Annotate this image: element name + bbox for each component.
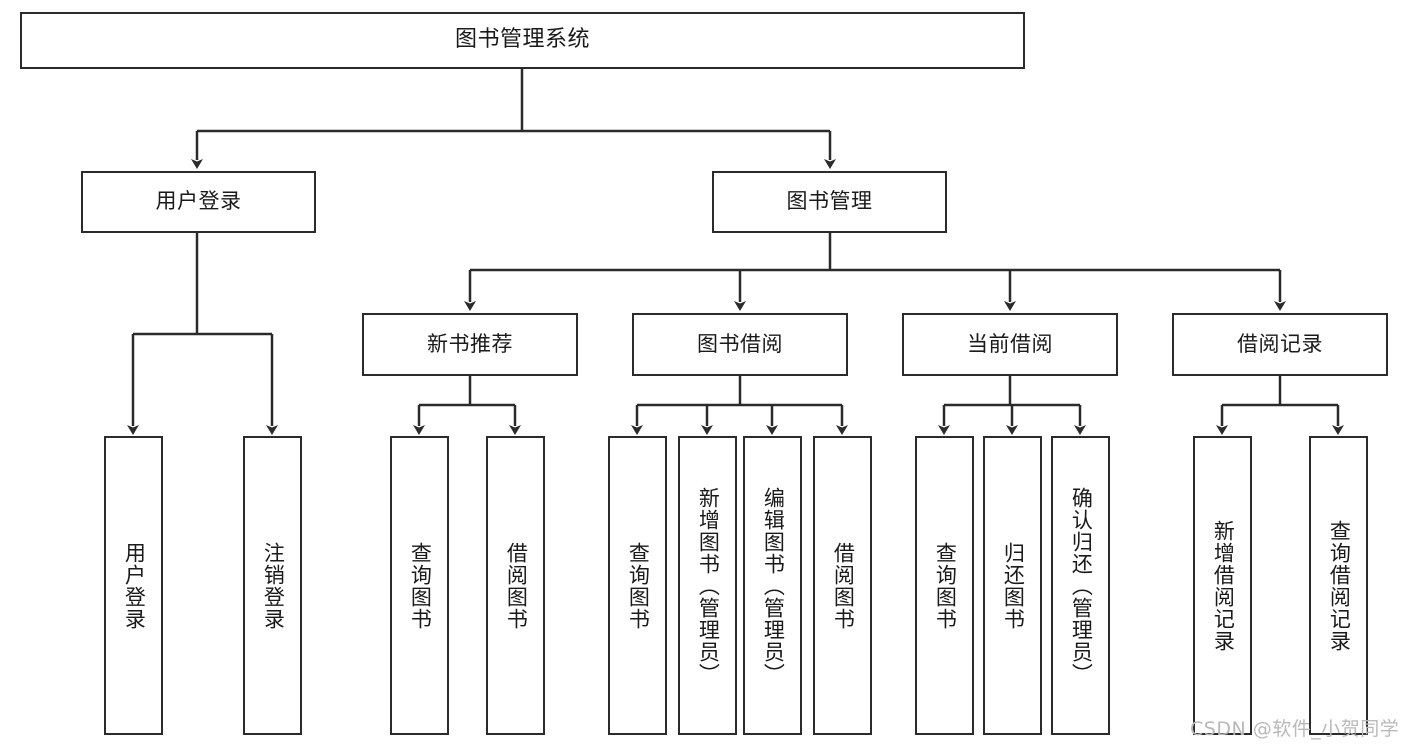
- node-leaf-label: 注销登录: [261, 541, 286, 630]
- node-leaf-label: 新增图书（管理员）: [696, 486, 721, 685]
- node-leaf-label: 归还图书: [1001, 541, 1026, 630]
- node-leaf-label: 新增借阅记录: [1211, 519, 1236, 652]
- node-leaf-logout[interactable]: 注销登录: [243, 436, 302, 735]
- node-leaf-query-record[interactable]: 查询借阅记录: [1309, 436, 1368, 735]
- node-leaf-query-book-3[interactable]: 查询图书: [915, 436, 974, 735]
- node-leaf-label: 查询图书: [933, 541, 958, 630]
- node-user-login[interactable]: 用户登录: [81, 171, 316, 233]
- node-book-borrow[interactable]: 图书借阅: [632, 313, 848, 376]
- node-leaf-add-record[interactable]: 新增借阅记录: [1193, 436, 1252, 735]
- node-book-manage[interactable]: 图书管理: [712, 171, 947, 233]
- node-leaf-query-book-1[interactable]: 查询图书: [390, 436, 449, 735]
- node-new-book-recommend[interactable]: 新书推荐: [362, 313, 578, 376]
- node-leaf-query-book-2[interactable]: 查询图书: [608, 436, 667, 735]
- node-root-system[interactable]: 图书管理系统: [20, 12, 1025, 69]
- node-leaf-borrow-book-1[interactable]: 借阅图书: [486, 436, 545, 735]
- node-borrow-record[interactable]: 借阅记录: [1172, 313, 1388, 376]
- node-leaf-return-book[interactable]: 归还图书: [983, 436, 1042, 735]
- node-leaf-user-login[interactable]: 用户登录: [104, 436, 163, 735]
- node-leaf-label: 查询图书: [408, 541, 433, 630]
- node-leaf-borrow-book-2[interactable]: 借阅图书: [813, 436, 872, 735]
- node-leaf-label: 编辑图书（管理员）: [761, 486, 786, 685]
- node-leaf-add-book[interactable]: 新增图书（管理员）: [678, 436, 737, 735]
- node-leaf-label: 用户登录: [122, 541, 147, 630]
- node-leaf-edit-book[interactable]: 编辑图书（管理员）: [743, 436, 802, 735]
- node-leaf-label: 查询图书: [626, 541, 651, 630]
- node-current-borrow[interactable]: 当前借阅: [902, 313, 1118, 376]
- node-leaf-label: 借阅图书: [831, 541, 856, 630]
- node-leaf-confirm-return[interactable]: 确认归还（管理员）: [1051, 436, 1110, 735]
- node-leaf-label: 查询借阅记录: [1327, 519, 1352, 652]
- node-leaf-label: 确认归还（管理员）: [1069, 486, 1094, 685]
- node-leaf-label: 借阅图书: [504, 541, 529, 630]
